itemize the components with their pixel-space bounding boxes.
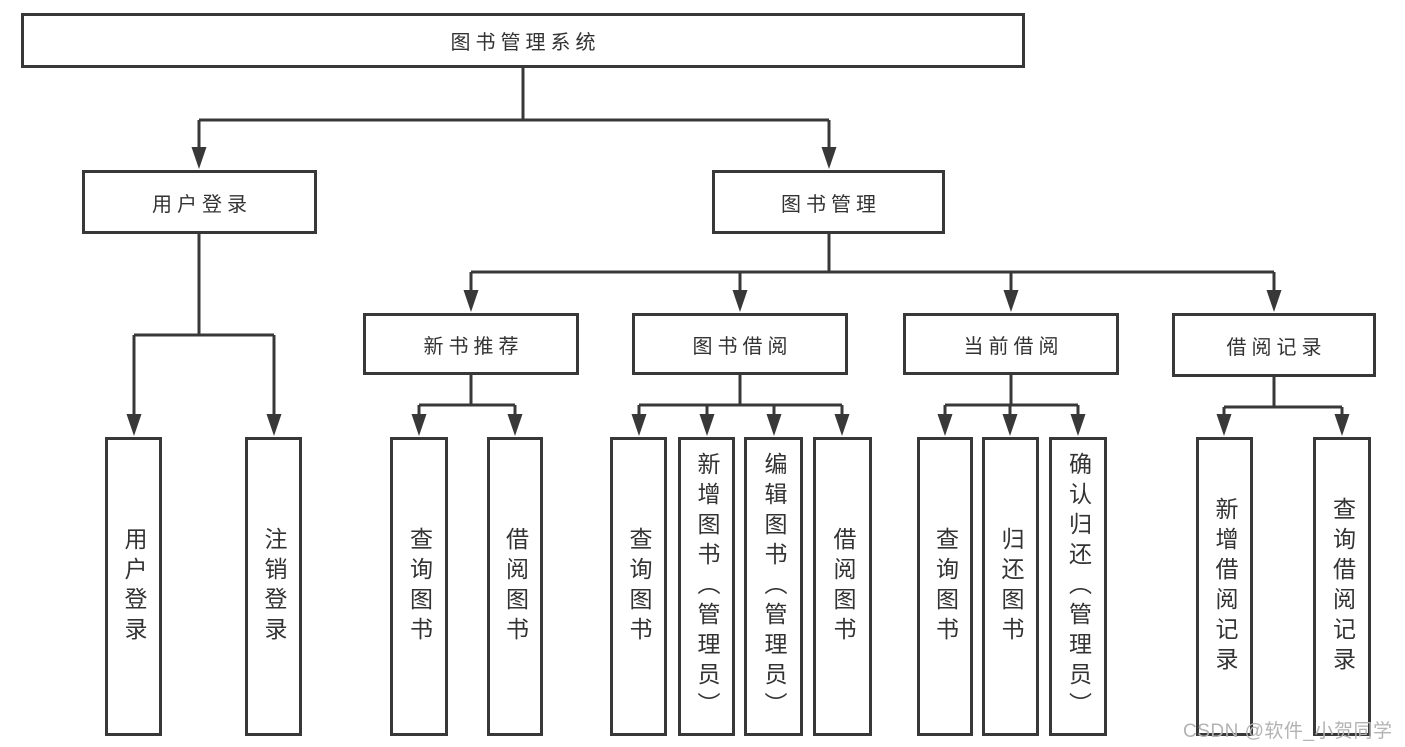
arrowhead-icon — [699, 414, 715, 436]
arrowhead-icon — [1334, 414, 1350, 436]
leaf-return-books: 归还图书 — [982, 437, 1039, 736]
arrowhead-icon — [191, 147, 207, 169]
leaf-borrow-books: 借阅图书 — [813, 437, 872, 736]
node-label: 图书管理系统 — [450, 32, 601, 54]
leaf-label: 查询图书 — [626, 526, 652, 647]
leaf-user-login: 用户登录 — [105, 437, 162, 736]
connector-path — [197, 68, 831, 150]
node-current-borrow: 当前借阅 — [903, 313, 1119, 375]
leaf-label: 查询图书 — [932, 526, 959, 647]
node-book-borrow: 图书借阅 — [632, 313, 848, 375]
leaf-borrow-books-recommend: 借阅图书 — [487, 437, 543, 736]
leaf-query-books-current: 查询图书 — [917, 437, 973, 736]
leaf-logout: 注销登录 — [245, 437, 302, 736]
node-label: 新书推荐 — [423, 335, 524, 358]
arrowheads — [126, 147, 1350, 436]
connector-path — [132, 234, 276, 417]
leaf-query-books-recommend: 查询图书 — [390, 437, 448, 736]
leaf-query-borrow-record: 查询借阅记录 — [1313, 437, 1371, 736]
node-label: 用户登录 — [152, 193, 252, 216]
leaf-label: 新增借阅记录 — [1212, 496, 1238, 677]
node-borrow-records: 借阅记录 — [1172, 313, 1376, 377]
connector-path — [943, 375, 1080, 417]
leaf-query-books-borrow: 查询图书 — [610, 437, 667, 736]
leaf-add-borrow-record: 新增借阅记录 — [1196, 437, 1253, 736]
arrowhead-icon — [126, 414, 142, 436]
leaf-label: 查询图书 — [406, 526, 433, 647]
leaf-label: 用户登录 — [121, 526, 147, 647]
leaf-label: 新增图书（管理员） — [694, 451, 720, 722]
arrowhead-icon — [1070, 414, 1086, 436]
node-label: 当前借阅 — [963, 335, 1064, 358]
node-label: 图书借阅 — [692, 335, 793, 358]
arrowhead-icon — [1003, 290, 1019, 312]
arrowhead-icon — [1266, 290, 1282, 312]
connector-path — [637, 375, 844, 417]
leaf-label: 借阅图书 — [502, 526, 529, 647]
arrowhead-icon — [821, 147, 837, 169]
connector-path — [1222, 377, 1344, 417]
node-label: 图书管理 — [781, 193, 881, 216]
node-label: 借阅记录 — [1226, 336, 1327, 359]
arrowhead-icon — [507, 414, 523, 436]
arrowhead-icon — [732, 290, 748, 312]
arrowhead-icon — [266, 414, 282, 436]
leaf-add-books-admin: 新增图书（管理员） — [678, 437, 735, 736]
arrowhead-icon — [631, 414, 647, 436]
watermark: CSDN @软件_小贺同学 — [1183, 721, 1393, 742]
leaf-edit-books-admin: 编辑图书（管理员） — [744, 437, 803, 736]
leaf-label: 归还图书 — [998, 526, 1024, 647]
arrowhead-icon — [411, 414, 427, 436]
connector-path — [417, 375, 517, 417]
node-user-login: 用户登录 — [82, 170, 317, 234]
arrowhead-icon — [1216, 414, 1232, 436]
arrowhead-icon — [1002, 414, 1018, 436]
node-new-book-recommend: 新书推荐 — [363, 313, 579, 375]
arrowhead-icon — [937, 414, 953, 436]
node-book-management: 图书管理 — [712, 170, 945, 234]
leaf-label: 借阅图书 — [830, 526, 856, 647]
leaf-label: 注销登录 — [261, 526, 287, 647]
leaf-confirm-return-admin: 确认归还（管理员） — [1049, 437, 1107, 736]
leaf-label: 编辑图书（管理员） — [761, 451, 787, 722]
leaf-label: 确认归还（管理员） — [1065, 451, 1092, 722]
arrowhead-icon — [766, 414, 782, 436]
arrowhead-icon — [463, 290, 479, 312]
arrowhead-icon — [834, 414, 850, 436]
node-library-system: 图书管理系统 — [21, 13, 1025, 68]
leaf-label: 查询借阅记录 — [1329, 496, 1356, 677]
connector-path — [469, 234, 1276, 293]
